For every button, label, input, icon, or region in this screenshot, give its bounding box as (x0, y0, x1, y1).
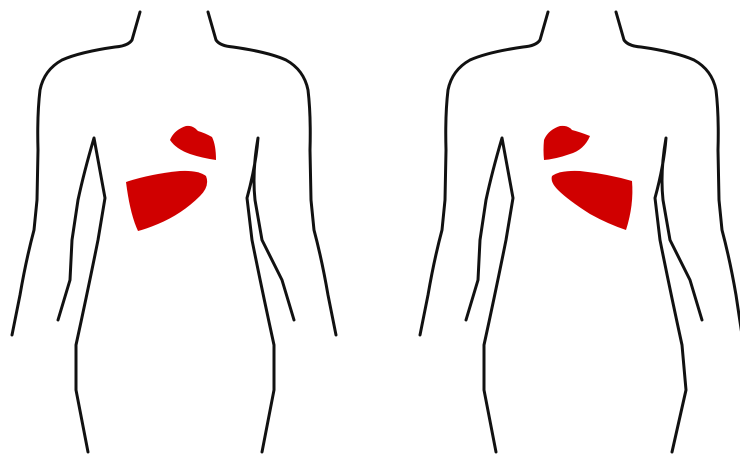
upper-organ-icon (544, 126, 591, 160)
lower-organ-icon (552, 171, 633, 230)
left-arm-inner-line (466, 138, 513, 452)
torso-outline-icon (208, 12, 336, 335)
torso-outline-icon (12, 12, 140, 335)
lower-organ-icon (126, 171, 207, 231)
left-figure (12, 12, 336, 452)
upper-organ-icon (170, 126, 216, 160)
right-figure (420, 12, 740, 452)
torso-outline-icon (420, 12, 548, 335)
left-arm-inner-line (58, 138, 105, 452)
right-arm-inner-line (655, 138, 702, 452)
right-arm-inner-line (247, 138, 294, 452)
torso-outline-icon (616, 12, 740, 335)
